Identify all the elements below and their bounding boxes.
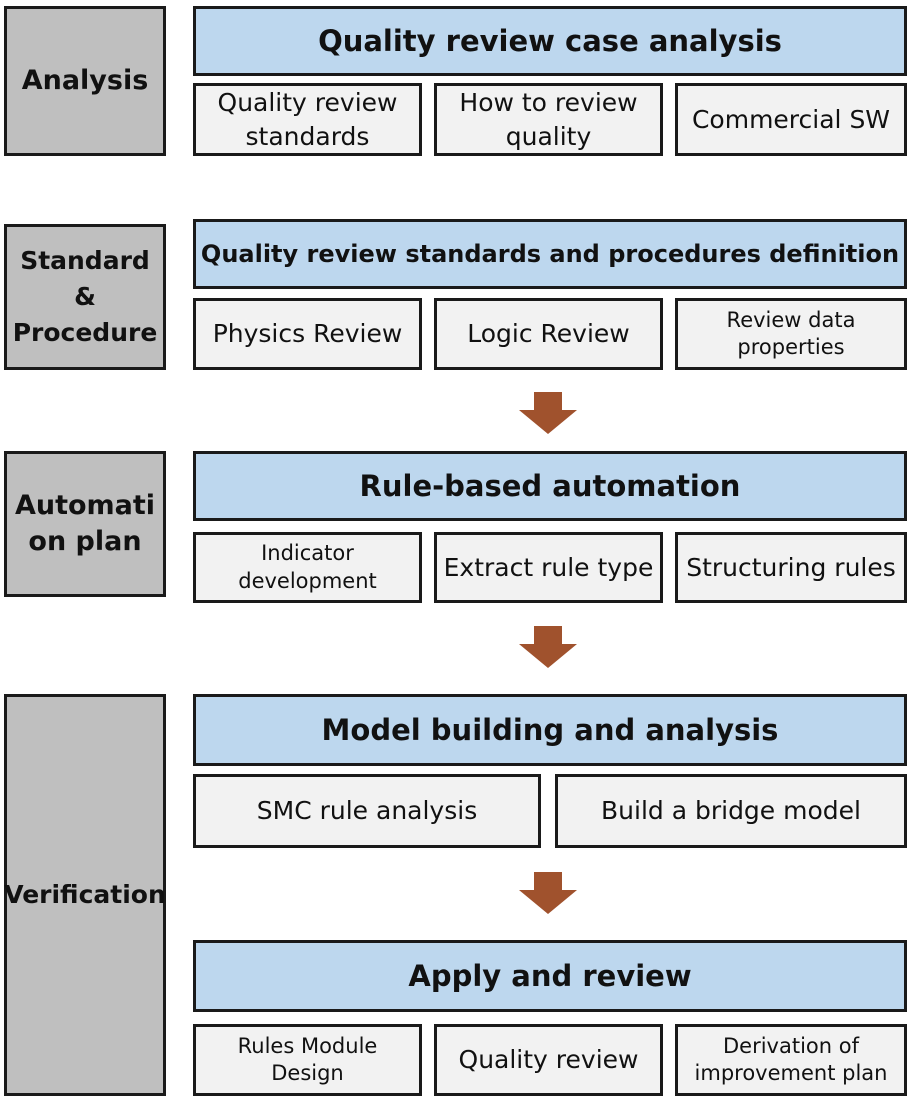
model-building-header: Model building and analysis	[193, 694, 907, 766]
apply-item-quality-review: Quality review	[434, 1024, 663, 1096]
phase-automation-plan: Automati on plan	[4, 451, 166, 597]
phase-standard-procedure: Standard & Procedure	[4, 224, 166, 370]
apply-review-header: Apply and review	[193, 940, 907, 1012]
standard-item-physics-review: Physics Review	[193, 298, 422, 370]
down-arrow-icon	[519, 872, 577, 914]
phase-verification: Verification	[4, 694, 166, 1096]
standard-item-review-data-properties: Review data properties	[675, 298, 907, 370]
analysis-header: Quality review case analysis	[193, 6, 907, 76]
standard-procedure-header: Quality review standards and procedures …	[193, 219, 907, 289]
analysis-item-standards: Quality review standards	[193, 83, 422, 156]
apply-item-rules-module-design: Rules Module Design	[193, 1024, 422, 1096]
down-arrow-icon	[519, 392, 577, 434]
apply-item-derivation-improvement-plan: Derivation of improvement plan	[675, 1024, 907, 1096]
analysis-item-commercial-sw: Commercial SW	[675, 83, 907, 156]
model-item-build-bridge-model: Build a bridge model	[555, 774, 907, 848]
automation-item-indicator-development: Indicator development	[193, 532, 422, 603]
phase-analysis: Analysis	[4, 6, 166, 156]
automation-item-structuring-rules: Structuring rules	[675, 532, 907, 603]
automation-item-extract-rule-type: Extract rule type	[434, 532, 663, 603]
model-item-smc-rule-analysis: SMC rule analysis	[193, 774, 541, 848]
down-arrow-icon	[519, 626, 577, 668]
standard-item-logic-review: Logic Review	[434, 298, 663, 370]
analysis-item-how-to-review: How to review quality	[434, 83, 663, 156]
automation-header: Rule-based automation	[193, 451, 907, 521]
